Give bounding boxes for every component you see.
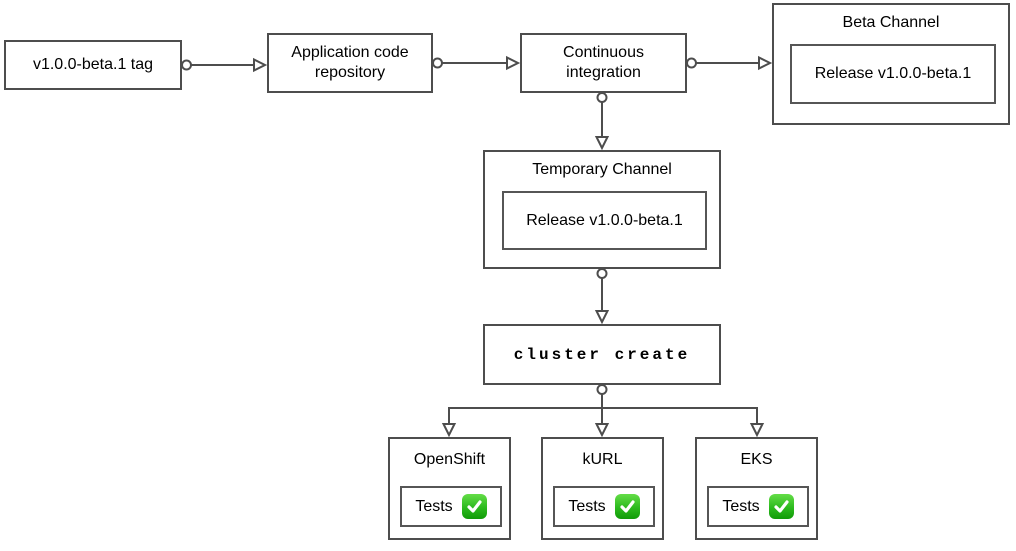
node-app-code-repository-label: Application code repository (291, 44, 409, 81)
cluster-eks-tests-label: Tests (722, 497, 760, 515)
beta-channel-release-label: Release v1.0.0-beta.1 (814, 65, 972, 82)
node-beta-channel: Beta Channel Release v1.0.0-beta.1 (772, 3, 1010, 125)
cluster-kurl-title: kURL (582, 451, 623, 468)
beta-channel-title: Beta Channel (842, 14, 940, 31)
node-cluster-openshift: OpenShift Tests (388, 437, 511, 540)
connector-ci-to-temporary-channel (594, 92, 610, 151)
connector-repo-to-ci (432, 55, 521, 71)
cluster-openshift-title: OpenShift (413, 451, 486, 468)
connector-ci-to-beta-channel (686, 55, 773, 71)
cluster-eks-title: EKS (740, 451, 773, 468)
cluster-eks-tests-box: Tests (707, 486, 809, 527)
cluster-openshift-tests-box: Tests (400, 486, 502, 527)
check-passed-icon (614, 494, 640, 519)
node-cluster-create-label: cluster create (513, 345, 691, 364)
node-continuous-integration: Continuous integration (520, 33, 687, 93)
node-version-tag: v1.0.0-beta.1 tag (4, 40, 182, 90)
cluster-openshift-tests-label: Tests (415, 497, 453, 515)
node-cluster-kurl: kURL Tests (541, 437, 664, 540)
check-passed-icon (461, 494, 487, 519)
node-cluster-eks: EKS Tests (695, 437, 818, 540)
connector-temporary-channel-to-cluster-create (594, 268, 610, 325)
cluster-kurl-tests-label: Tests (568, 497, 606, 515)
node-temporary-channel: Temporary Channel Release v1.0.0-beta.1 (483, 150, 721, 269)
node-version-tag-label: v1.0.0-beta.1 tag (32, 56, 154, 73)
node-app-code-repository: Application code repository (267, 33, 433, 93)
temporary-channel-release-box: Release v1.0.0-beta.1 (502, 191, 707, 250)
node-continuous-integration-label: Continuous integration (563, 44, 644, 81)
connector-cluster-create-to-clusters (441, 384, 765, 438)
node-cluster-create: cluster create (483, 324, 721, 385)
cluster-kurl-tests-box: Tests (553, 486, 655, 527)
connector-tag-to-repo (181, 57, 268, 73)
temporary-channel-release-label: Release v1.0.0-beta.1 (526, 211, 683, 229)
beta-channel-release-box: Release v1.0.0-beta.1 (790, 44, 996, 104)
check-passed-icon (768, 494, 794, 519)
temporary-channel-title: Temporary Channel (532, 161, 672, 178)
